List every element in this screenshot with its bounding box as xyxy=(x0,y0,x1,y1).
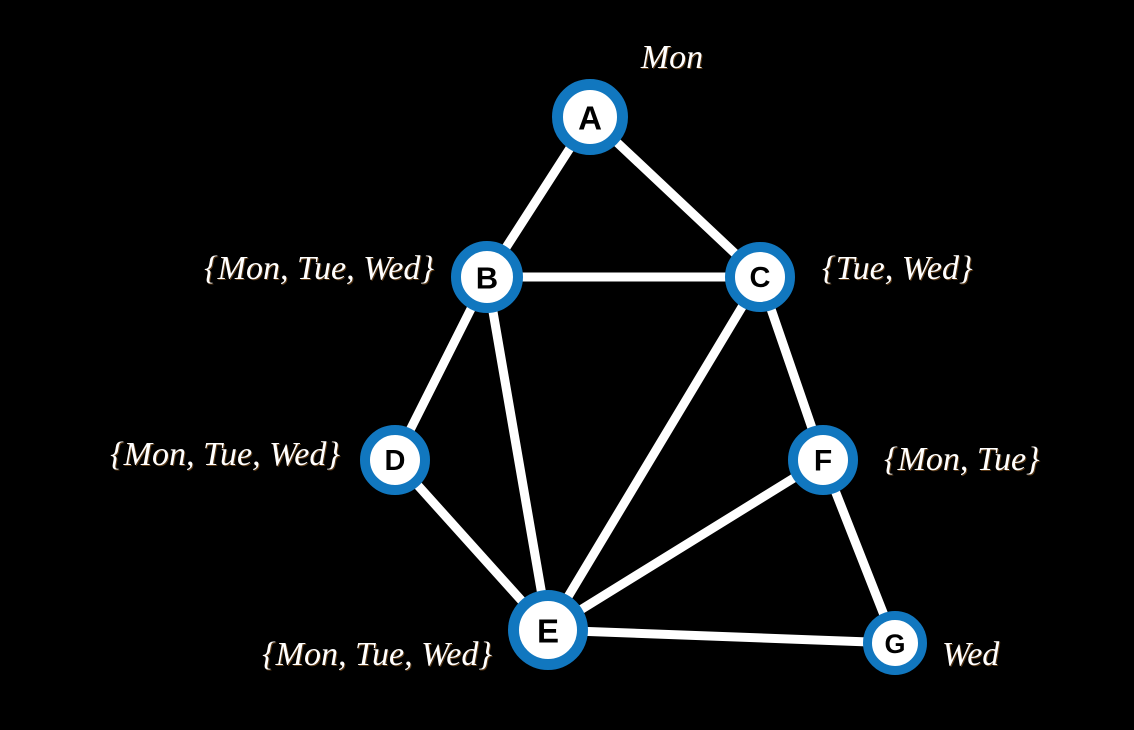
node-letter-c: C xyxy=(750,262,771,294)
domain-label-c: {Tue, Wed} xyxy=(822,250,973,287)
node-circle-a xyxy=(552,79,628,155)
node-letter-a: A xyxy=(578,100,602,137)
edge-b-d xyxy=(404,301,477,436)
domain-label-e: {Mon, Tue, Wed} xyxy=(262,636,492,673)
edge-c-f xyxy=(765,302,818,435)
node-d[interactable]: D xyxy=(360,425,430,495)
edge-e-f xyxy=(574,472,801,616)
node-letter-g: G xyxy=(884,629,905,659)
domain-label-g: Wed xyxy=(942,636,1000,673)
node-letter-e: E xyxy=(537,613,559,650)
domain-label-a: Mon xyxy=(640,39,704,76)
node-circle-b xyxy=(451,241,523,313)
node-c[interactable]: C xyxy=(725,242,795,312)
edge-d-e xyxy=(411,479,528,607)
edge-a-b xyxy=(500,141,576,254)
node-a[interactable]: A xyxy=(552,79,628,155)
edge-c-e xyxy=(562,299,749,603)
domain-label-b: {Mon, Tue, Wed} xyxy=(204,250,434,287)
domain-label-d: {Mon, Tue, Wed} xyxy=(110,436,340,473)
domain-label-f: {Mon, Tue} xyxy=(884,441,1040,478)
edge-e-g xyxy=(580,626,871,647)
node-letter-d: D xyxy=(385,445,406,477)
node-letter-b: B xyxy=(476,261,498,296)
node-circle-g xyxy=(863,611,927,675)
node-circle-e xyxy=(508,590,588,670)
node-f[interactable]: F xyxy=(788,425,858,495)
node-circle-f xyxy=(788,425,858,495)
edge-f-g xyxy=(830,485,889,621)
edges-layer xyxy=(404,136,889,647)
nodes-layer: A B C D E F G xyxy=(360,79,927,675)
node-b[interactable]: B xyxy=(451,241,523,313)
edge-b-e xyxy=(488,305,547,599)
node-circle-d xyxy=(360,425,430,495)
node-e[interactable]: E xyxy=(508,590,588,670)
node-circle-c xyxy=(725,242,795,312)
node-letter-f: F xyxy=(814,445,832,478)
node-g[interactable]: G xyxy=(863,611,927,675)
edge-a-c xyxy=(610,136,742,260)
